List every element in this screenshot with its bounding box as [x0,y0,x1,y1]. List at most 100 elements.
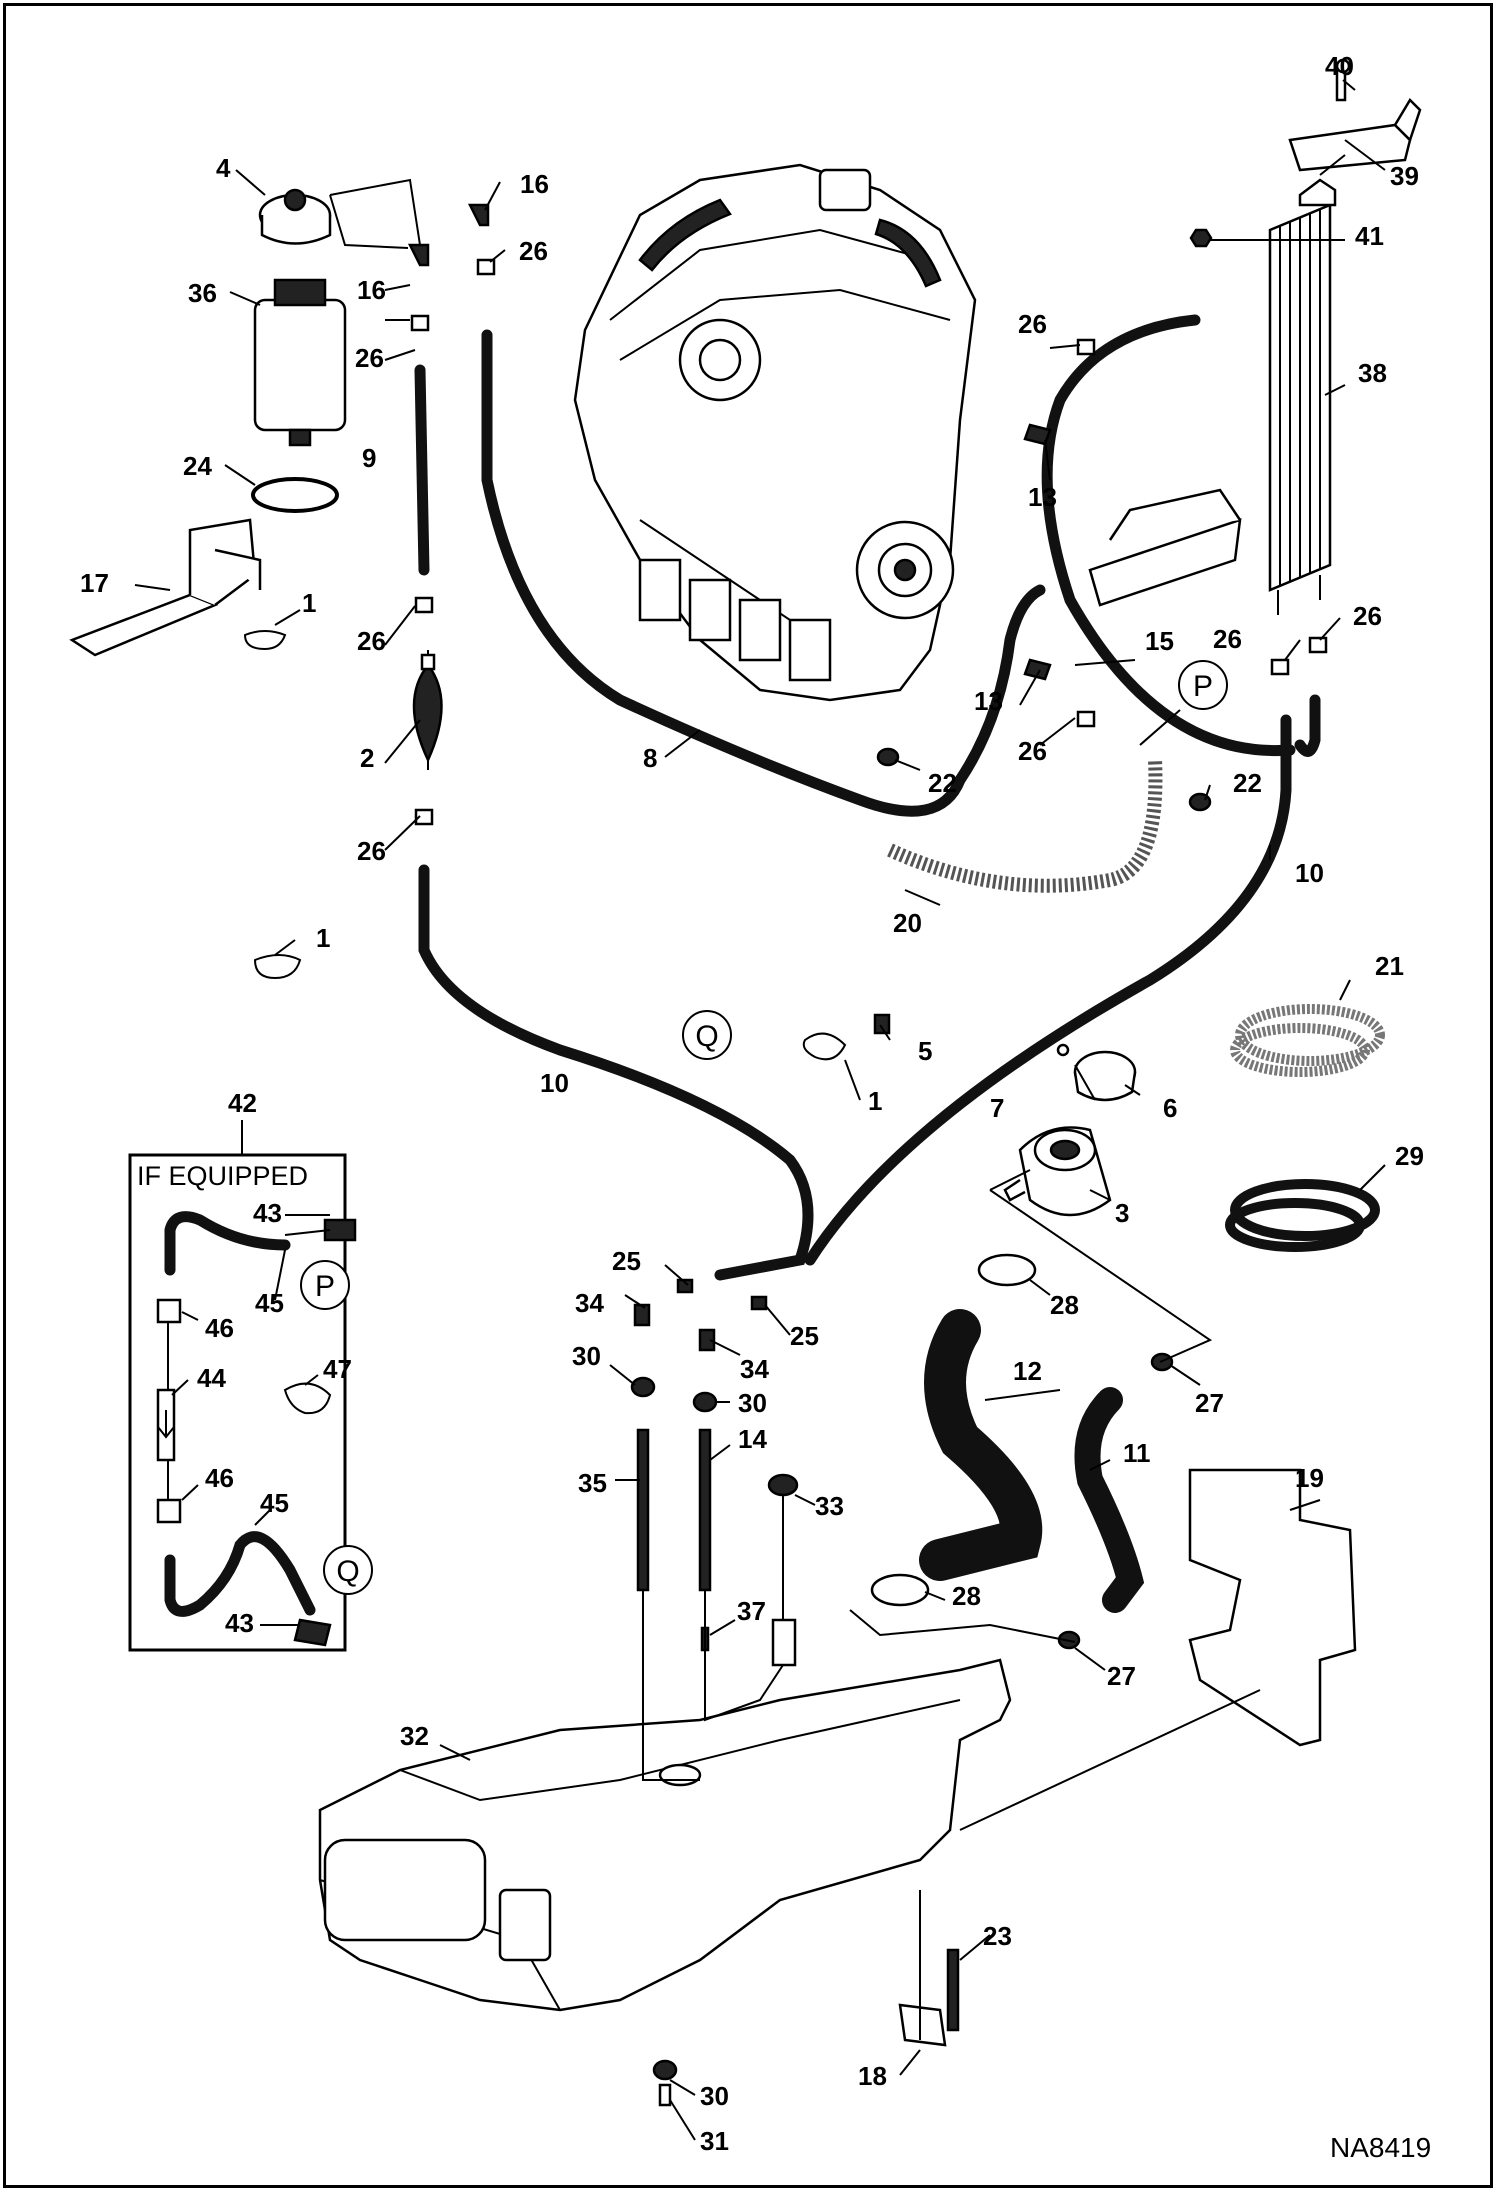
fuel-cooler-38 [1268,178,1337,615]
callout-4: 4 [216,153,231,183]
svg-text:P: P [1193,670,1213,703]
callout-25-right: 25 [790,1321,819,1351]
hose-20 [887,759,1163,893]
hose-12 [919,1309,1043,1581]
vent-7 [1056,1043,1070,1057]
callout-28-bottom: 28 [952,1581,981,1611]
callout-31: 31 [700,2126,729,2156]
callout-13-top: 13 [1028,482,1057,512]
callout-16-top: 16 [520,169,549,199]
callout-36: 36 [188,278,217,308]
callout-8: 8 [643,743,657,773]
fuel-filter-36 [253,278,347,447]
plug-31 [658,2083,672,2107]
callout-10-left: 10 [540,1068,569,1098]
callout-26-a: 26 [519,236,548,266]
callout-1-mid: 1 [316,923,330,953]
callout-24: 24 [183,451,212,481]
callout-30-right: 30 [738,1388,767,1418]
nut-41 [1189,228,1213,248]
elbow-16-b [407,243,430,267]
callout-26-g: 26 [1213,624,1242,654]
box-marker-q [323,1545,373,1595]
callout-labels: 4 36 24 17 1 16 16 26 26 9 26 2 26 1 8 2… [80,51,1424,2156]
callout-45-bottom: 45 [260,1488,289,1518]
callout-7: 7 [990,1093,1004,1123]
callout-26-e: 26 [1018,309,1047,339]
bolt-23 [946,1948,960,2032]
callout-2: 2 [360,743,374,773]
engine [573,163,977,702]
clamp-28-top [977,1253,1037,1287]
callout-29: 29 [1395,1141,1424,1171]
box-marker-q-label: Q [336,1555,359,1588]
pickup-tube-35 [636,1428,650,1592]
grommet-30-c [652,2059,678,2081]
filter-band-24 [251,477,339,513]
callout-42: 42 [228,1088,257,1118]
connection-marker-q-mid: Q [682,1010,732,1060]
callout-20: 20 [893,908,922,938]
callout-26-h: 26 [1353,601,1382,631]
callout-33: 33 [815,1491,844,1521]
callout-22-b: 22 [1233,768,1262,798]
if-equipped-box: IF EQUIPPED P Q [128,1120,373,1652]
clamp-25-a [676,1278,694,1294]
grommet-30-b [692,1391,718,1413]
bracket-39 [1288,97,1422,172]
callout-26-f: 26 [1018,736,1047,766]
callout-26-d: 26 [357,836,386,866]
hose-11 [1074,1387,1145,1613]
svg-text:Q: Q [695,1020,718,1053]
callout-3: 3 [1115,1198,1129,1228]
hose-10-stub [1294,694,1321,757]
grommet-22-a [876,747,900,767]
callout-5: 5 [918,1036,932,1066]
callout-47: 47 [323,1354,352,1384]
callout-38: 38 [1358,358,1387,388]
callout-46-bottom: 46 [205,1463,234,1493]
clamp-25-b [750,1295,768,1311]
callout-34-left: 34 [575,1288,604,1318]
callout-21: 21 [1375,951,1404,981]
hose-9 [414,364,430,576]
callout-15: 15 [1145,626,1174,656]
tie-1-mid [253,954,302,980]
callout-32: 32 [400,1721,429,1751]
callout-27-top: 27 [1195,1388,1224,1418]
filter-head-4 [258,188,332,245]
callout-11: 11 [1123,1438,1151,1468]
fitting-13-a [1023,423,1052,446]
heat-shield-19 [1188,1468,1357,1747]
callout-39: 39 [1390,161,1419,191]
callout-28-top: 28 [1050,1290,1079,1320]
drawing-reference: NA8419 [1330,2132,1431,2163]
tie-1-low [802,1032,847,1061]
callout-23: 23 [983,1921,1012,1951]
callout-16-left: 16 [357,275,386,305]
cooler-mount-bracket [1088,488,1242,607]
diagram-border [3,3,1493,2188]
box-marker-p-label: P [315,1270,335,1303]
bracket-18 [898,2003,947,2047]
hose-10-left [418,864,814,1281]
clamp-26-set [410,258,1328,826]
fitting-34-b [698,1328,716,1352]
callout-19: 19 [1295,1463,1324,1493]
return-tube-14 [698,1428,712,1592]
callout-17: 17 [80,568,109,598]
filter-bracket-17 [69,518,262,657]
callout-26-c: 26 [357,626,386,656]
callout-43-bottom: 43 [225,1608,254,1638]
callout-35: 35 [578,1468,607,1498]
callout-25-left: 25 [612,1246,641,1276]
callout-44: 44 [197,1363,226,1393]
callout-13-bottom: 13 [974,686,1003,716]
callout-10-right: 10 [1295,858,1324,888]
callout-26-b: 26 [355,343,384,373]
hose-8 [481,329,1046,817]
callout-12: 12 [1013,1356,1042,1386]
box-marker-p [300,1260,350,1310]
callout-45-top: 45 [255,1288,284,1318]
